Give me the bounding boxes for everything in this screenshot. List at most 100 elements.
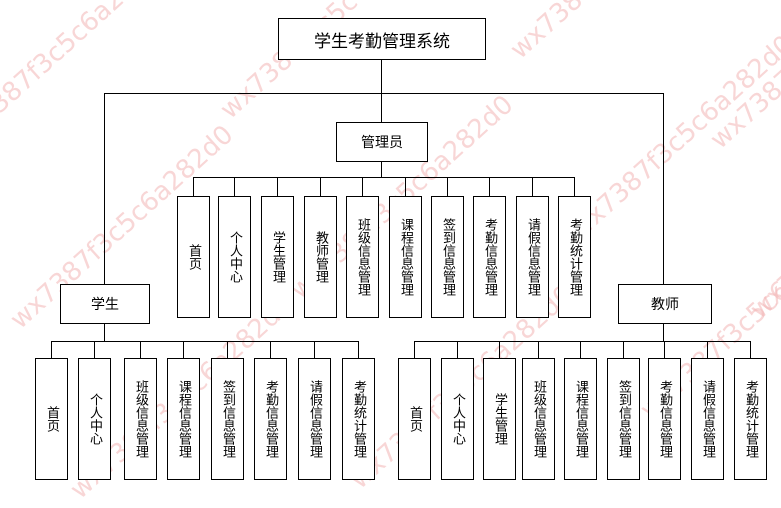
admin-role-label: 管理员 — [361, 135, 403, 151]
teacher-role-box: 教师 — [618, 284, 712, 324]
student-menu-item-box: 班级信息管理 — [123, 358, 157, 480]
student-menu-item-box: 考勤信息管理 — [253, 358, 287, 480]
student-menu-item-label: 课程信息管理 — [176, 380, 191, 458]
student-menu-item-label: 班级信息管理 — [133, 380, 148, 458]
teacher-menu-item-label: 个人中心 — [450, 393, 465, 445]
teacher-menu-item-box: 考勤统计管理 — [733, 358, 767, 480]
teacher-group-bus — [414, 341, 751, 342]
admin-menu-item-box: 班级信息管理 — [345, 196, 379, 318]
student-branch-connector — [104, 93, 105, 284]
admin-menu-item-label: 首页 — [186, 244, 201, 270]
admin-child-connector — [193, 177, 194, 196]
teacher-child-connector — [664, 341, 665, 358]
teacher-child-connector — [707, 341, 708, 358]
student-menu-item-label: 首页 — [44, 406, 59, 432]
teacher-menu-item-label: 课程信息管理 — [573, 380, 588, 458]
teacher-child-connector — [623, 341, 624, 358]
student-child-connector — [358, 341, 359, 358]
teacher-menu-item-box: 课程信息管理 — [563, 358, 597, 480]
teacher-menu-item-box: 请假信息管理 — [690, 358, 724, 480]
admin-menu-item-label: 考勤统计管理 — [567, 218, 582, 296]
top-branch-line — [104, 93, 664, 94]
admin-menu-item-box: 教师管理 — [303, 196, 337, 318]
teacher-child-connector — [580, 341, 581, 358]
student-role-box: 学生 — [60, 284, 150, 324]
student-child-connector — [183, 341, 184, 358]
student-menu-item-box: 个人中心 — [77, 358, 111, 480]
student-group-stem — [104, 324, 105, 341]
student-menu-item-box: 签到信息管理 — [210, 358, 244, 480]
admin-menu-item-label: 教师管理 — [313, 231, 328, 283]
teacher-menu-item-label: 首页 — [407, 406, 422, 432]
teacher-menu-item-box: 首页 — [397, 358, 431, 480]
student-child-connector — [314, 341, 315, 358]
admin-menu-item-box: 学生管理 — [260, 196, 294, 318]
teacher-menu-item-box: 个人中心 — [440, 358, 474, 480]
admin-menu-item-label: 个人中心 — [227, 231, 242, 283]
title-to-admin-connector — [381, 60, 382, 122]
admin-group-bus — [193, 177, 575, 178]
teacher-menu-item-label: 请假信息管理 — [700, 380, 715, 458]
teacher-menu-item-label: 考勤信息管理 — [657, 380, 672, 458]
teacher-menu-item-box: 班级信息管理 — [521, 358, 555, 480]
admin-child-connector — [277, 177, 278, 196]
admin-group-stem — [381, 162, 382, 177]
admin-child-connector — [447, 177, 448, 196]
admin-menu-item-label: 请假信息管理 — [525, 218, 540, 296]
teacher-role-label: 教师 — [651, 297, 679, 313]
admin-menu-item-box: 考勤统计管理 — [557, 196, 591, 318]
admin-menu-item-label: 班级信息管理 — [355, 218, 370, 296]
student-role-label: 学生 — [91, 297, 119, 313]
admin-menu-item-label: 学生管理 — [270, 231, 285, 283]
teacher-menu-item-label: 班级信息管理 — [531, 380, 546, 458]
teacher-menu-item-box: 签到信息管理 — [606, 358, 640, 480]
admin-menu-item-box: 首页 — [176, 196, 210, 318]
admin-menu-item-box: 个人中心 — [217, 196, 251, 318]
admin-child-connector — [532, 177, 533, 196]
teacher-branch-connector — [663, 93, 664, 284]
student-menu-item-box: 首页 — [34, 358, 68, 480]
admin-role-box: 管理员 — [336, 122, 428, 162]
student-menu-item-label: 考勤统计管理 — [351, 380, 366, 458]
admin-menu-item-box: 考勤信息管理 — [472, 196, 506, 318]
teacher-child-connector — [414, 341, 415, 358]
admin-child-connector — [234, 177, 235, 196]
teacher-child-connector — [499, 341, 500, 358]
admin-menu-item-box: 请假信息管理 — [515, 196, 549, 318]
student-menu-item-box: 课程信息管理 — [166, 358, 200, 480]
teacher-menu-item-label: 考勤统计管理 — [743, 380, 758, 458]
student-child-connector — [140, 341, 141, 358]
admin-child-connector — [574, 177, 575, 196]
admin-child-connector — [405, 177, 406, 196]
admin-menu-item-box: 课程信息管理 — [388, 196, 422, 318]
teacher-menu-item-label: 签到信息管理 — [616, 380, 631, 458]
teacher-menu-item-box: 考勤信息管理 — [647, 358, 681, 480]
admin-menu-item-box: 签到信息管理 — [430, 196, 464, 318]
student-menu-item-box: 请假信息管理 — [297, 358, 331, 480]
student-child-connector — [51, 341, 52, 358]
student-child-connector — [94, 341, 95, 358]
student-group-bus — [51, 341, 359, 342]
teacher-menu-item-label: 学生管理 — [492, 393, 507, 445]
admin-child-connector — [489, 177, 490, 196]
student-child-connector — [227, 341, 228, 358]
student-child-connector — [270, 341, 271, 358]
admin-menu-item-label: 考勤信息管理 — [482, 218, 497, 296]
system-title: 学生考勤管理系统 — [314, 31, 450, 52]
student-menu-item-label: 考勤信息管理 — [263, 380, 278, 458]
admin-child-connector — [362, 177, 363, 196]
admin-menu-item-label: 签到信息管理 — [440, 218, 455, 296]
student-menu-item-label: 请假信息管理 — [307, 380, 322, 458]
teacher-menu-item-box: 学生管理 — [482, 358, 516, 480]
admin-child-connector — [320, 177, 321, 196]
student-menu-item-box: 考勤统计管理 — [341, 358, 375, 480]
teacher-group-stem — [663, 324, 664, 341]
system-title-box: 学生考勤管理系统 — [278, 18, 486, 60]
student-menu-item-label: 签到信息管理 — [220, 380, 235, 458]
teacher-child-connector — [457, 341, 458, 358]
student-menu-item-label: 个人中心 — [87, 393, 102, 445]
teacher-child-connector — [750, 341, 751, 358]
admin-menu-item-label: 课程信息管理 — [398, 218, 413, 296]
teacher-child-connector — [538, 341, 539, 358]
